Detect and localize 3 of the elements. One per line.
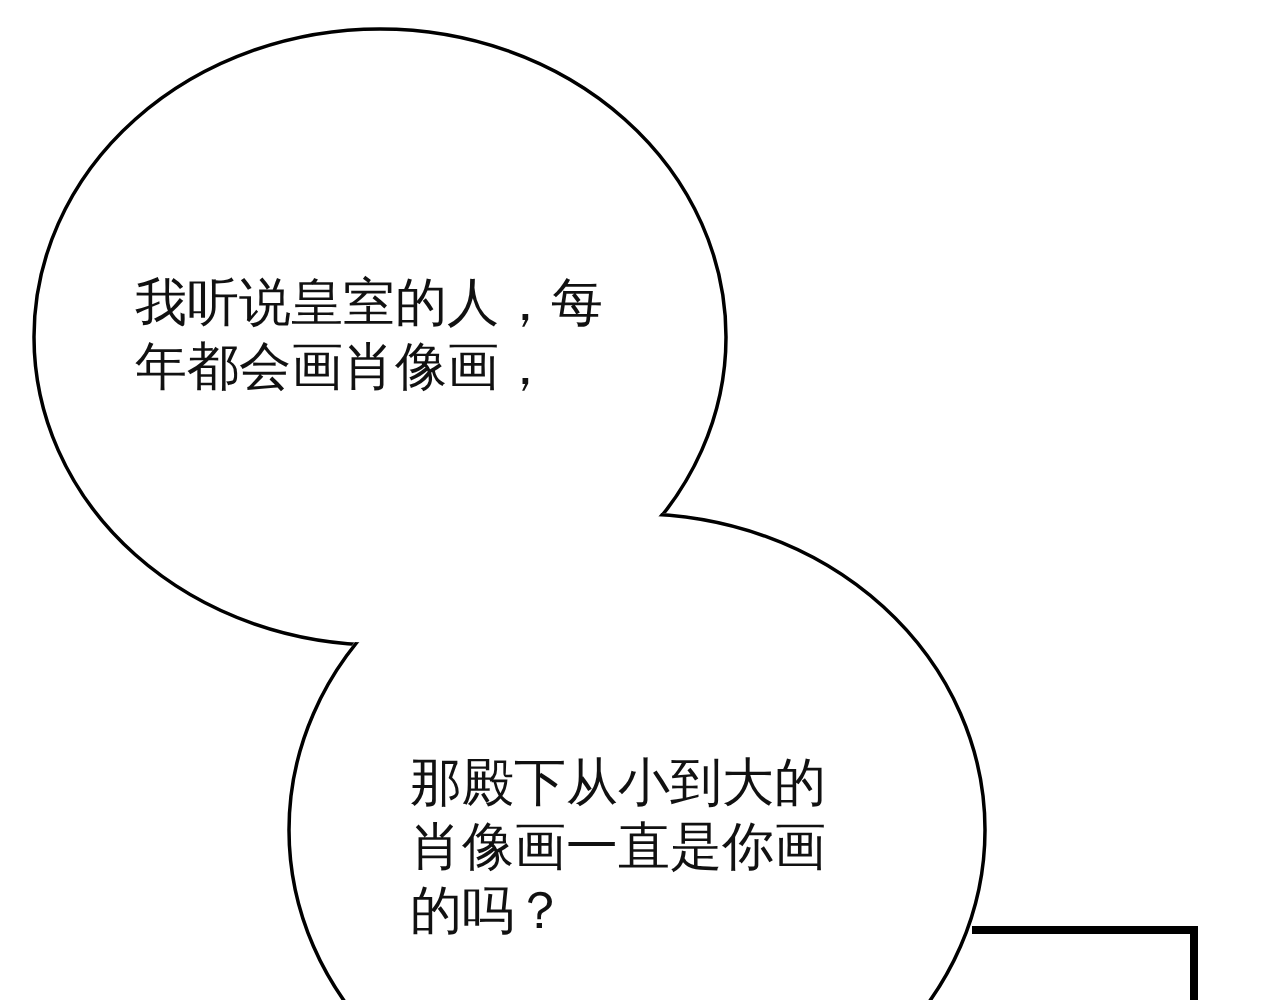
speech-text: 我听说皇室的人，每年都会画肖像画， — [135, 271, 604, 398]
speech-bubble — [285, 510, 990, 1000]
speech-text: 那殿下从小到大的肖像画一直是你画的吗？ — [410, 751, 827, 942]
